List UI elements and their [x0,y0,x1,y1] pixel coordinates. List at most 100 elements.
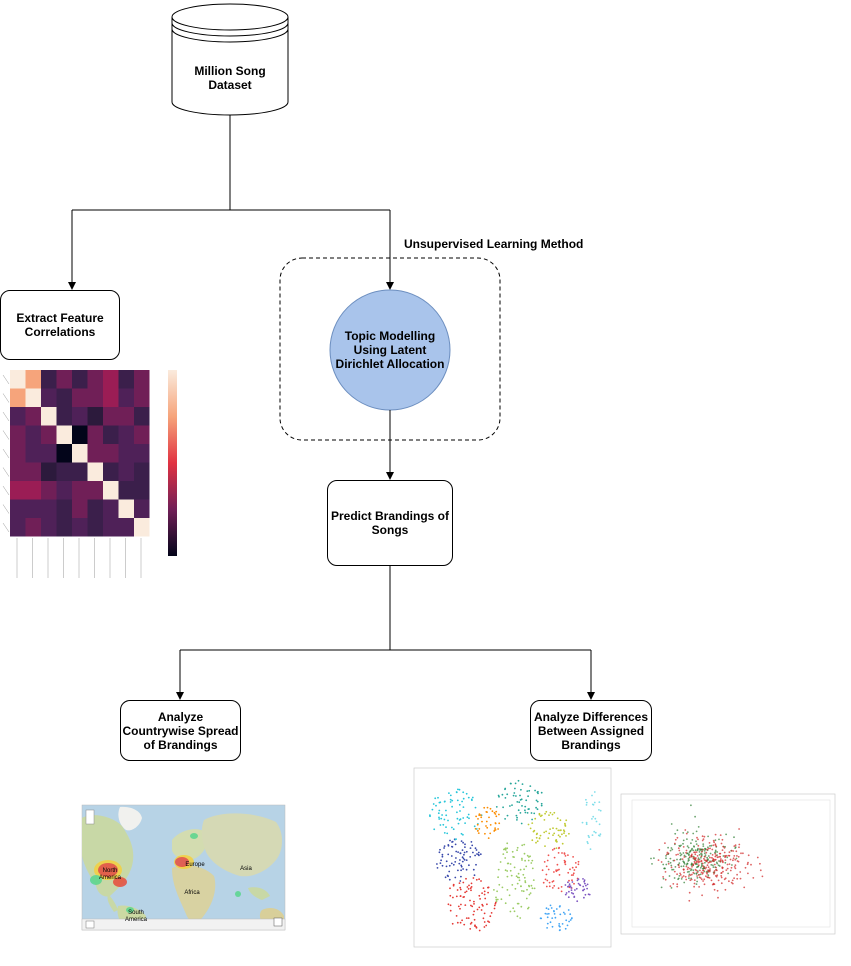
move-icon[interactable] [85,920,95,929]
pca-point [716,851,719,853]
tsne-point [569,913,572,916]
pca-point [720,872,723,874]
pca-point [703,852,706,855]
tsne-point [560,886,563,888]
heatmap-cell [25,370,41,389]
tsne-point [548,814,550,816]
pca-point [715,875,718,878]
pca-point [707,847,710,850]
tsne-point [543,819,546,821]
pca-point [720,875,723,877]
tsne-point [459,888,462,891]
lda-node-label[interactable]: Topic Modelling Using Latent Dirichlet A… [335,329,445,371]
pca-point [682,860,685,863]
heatmap-cell [134,444,150,463]
tsne-point [448,878,451,881]
pca-point [676,858,678,861]
differences-node[interactable]: Analyze Differences Between Assigned Bra… [530,700,652,761]
tsne-point [551,917,554,919]
tsne-point [474,854,476,857]
tsne-point [484,897,487,900]
pca-point [698,874,700,876]
heatmap-cell [118,444,134,463]
tsne-point [533,812,536,815]
tsne-point [545,810,548,813]
pca-point [723,847,726,849]
predict-node[interactable]: Predict Brandings of Songs [327,480,453,566]
map-label-south-america: South America [124,910,147,923]
tsne-point [445,814,448,817]
pca-point [724,854,726,857]
tsne-point [465,877,467,880]
tsne-point [496,898,499,901]
pca-point [701,853,703,856]
map-timeline-bar[interactable] [81,918,286,931]
tsne-point [493,904,496,907]
pca-point [682,839,685,842]
tsne-point [466,886,469,888]
pca-point [697,860,700,863]
tsne-point [506,870,509,872]
tsne-point [456,811,458,814]
heatmap-cell [10,370,26,389]
pca-point [699,873,702,876]
tsne-point [489,915,492,918]
pca-point [702,838,705,840]
tsne-point [506,862,509,865]
heatmap-cell [41,462,57,481]
tsne-point [494,827,496,829]
pca-point [700,878,703,881]
tsne-point [438,816,440,819]
pca-point [653,857,655,859]
pca-point [742,852,744,855]
tsne-point [591,818,593,820]
tsne-point [564,927,567,930]
tsne-point [445,865,448,868]
pca-point [725,869,728,871]
tsne-point [445,809,447,812]
heatmap-cell [41,407,57,426]
tsne-point [516,902,519,905]
tsne-point [509,805,511,807]
tsne-point [464,891,466,894]
pca-point [671,868,673,871]
tsne-point [469,923,472,925]
tsne-point [509,869,512,872]
tsne-point [464,846,466,848]
tsne-point [475,878,478,881]
correlations-node[interactable]: Extract Feature Correlations [0,290,120,360]
tsne-point [497,876,499,879]
pca-point [683,862,686,865]
pca-point [681,876,684,878]
pca-point [672,868,675,871]
tsne-point [553,913,556,915]
tsne-point [478,814,481,817]
tsne-point [447,853,450,856]
correlation-heatmap-image [2,370,177,578]
tsne-point [459,852,462,855]
tsne-point [506,842,509,845]
pca-point [685,832,688,835]
pca-point [684,829,687,831]
tsne-point [475,849,478,851]
tsne-point [551,880,554,883]
tsne-point [478,878,480,881]
tsne-point [478,894,481,897]
tsne-point [521,857,523,860]
tsne-point [517,809,520,812]
pca-point [673,859,676,862]
close-icon[interactable] [273,917,283,927]
tsne-point [527,808,530,810]
pca-point [693,882,696,885]
zoom-control[interactable] [85,809,95,825]
tsne-point [563,832,565,834]
tsne-point [529,785,532,787]
tsne-point [462,857,465,860]
pca-point [696,836,698,839]
tsne-point [564,822,566,825]
tsne-point [573,869,576,871]
pca-point [707,869,709,871]
pca-point [682,852,685,854]
pca-point [674,832,677,835]
countrywise-node[interactable]: Analyze Countrywise Spread of Brandings [120,700,241,761]
